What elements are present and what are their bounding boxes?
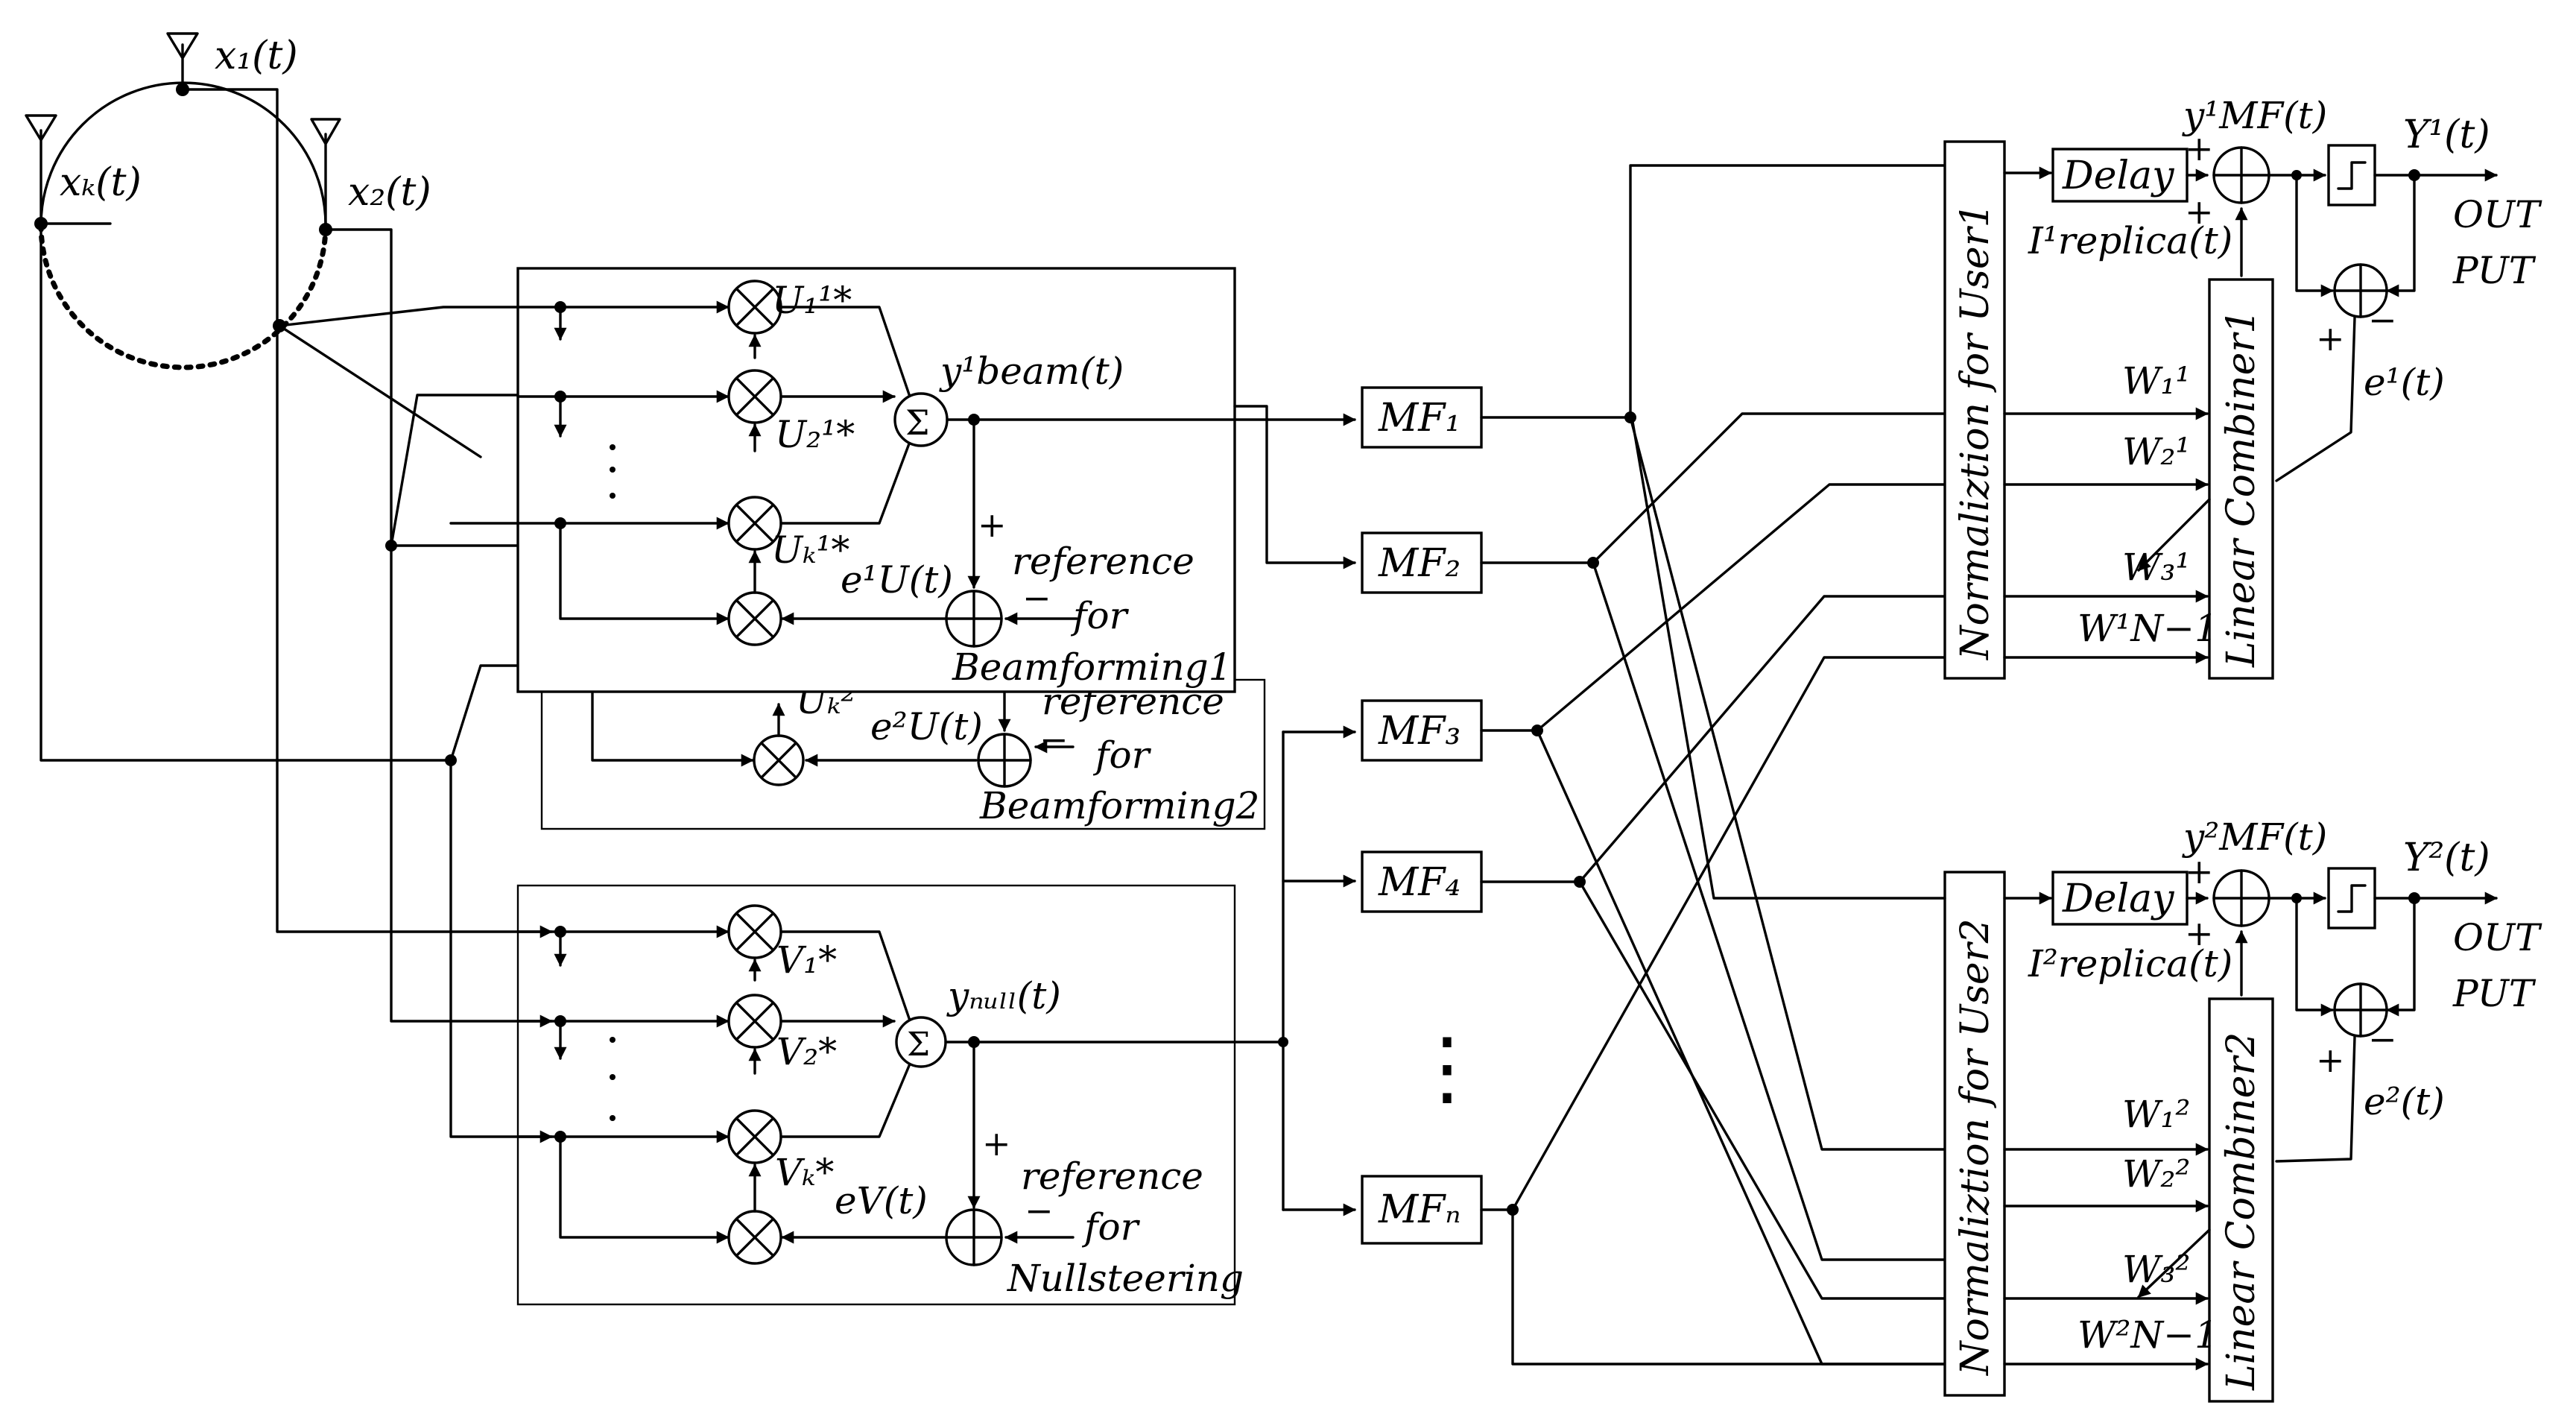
w22-label: W₂²: [2122, 1152, 2190, 1196]
plus-sign: +: [2185, 128, 2214, 168]
user1-path: Normaliztion for User1 Delay Linear Comb…: [1943, 94, 2542, 680]
beamforming1-frame: [516, 267, 1236, 693]
replica2-label: I²replica(t): [2028, 942, 2232, 985]
output1-label-1: OUT: [2453, 193, 2542, 236]
plus-sign: +: [2185, 851, 2214, 891]
sum-symbol: Σ: [905, 403, 930, 443]
w23-label: W₃²: [2122, 1248, 2190, 1291]
normalization-user2-box: [1943, 871, 2006, 1397]
w21-label: W₁²: [2122, 1093, 2190, 1136]
plus-sign: +: [2316, 318, 2345, 359]
u11-label: U₁¹*: [772, 279, 852, 322]
array-dotted-arc: [38, 222, 329, 370]
mf4-label: MF₄: [1378, 860, 1461, 905]
minus-sign: −: [2368, 1019, 2397, 1059]
xk-label: xₖ(t): [60, 160, 142, 205]
normalization-user2-label: Normaliztion for User2: [1953, 918, 1998, 1377]
decision-device-icon: [2327, 867, 2376, 929]
normalization-user1-label: Normaliztion for User1: [1953, 203, 1998, 661]
e1-label: e¹(t): [2364, 361, 2445, 404]
linear-combiner1-label: Linear Combiner1: [2219, 309, 2264, 668]
null-bus: [1278, 725, 1356, 1216]
matched-filters: MF₁ MF₂ MF₃ MF₄ MFₙ ⋮: [1361, 386, 1488, 1245]
mf-routing: [1480, 164, 1946, 1366]
v1-label: V₁*: [776, 938, 837, 982]
ref1-label: reference: [1012, 540, 1194, 583]
ymf2-label: y²MF(t): [2182, 815, 2327, 859]
normalization-user1-box: [1943, 140, 2006, 680]
user2-path: Normaliztion for User2 Delay Linear Comb…: [1630, 416, 2542, 1403]
ybeam1-label: y¹beam(t): [939, 350, 1124, 393]
mf-ellipsis: ⋮: [1406, 1020, 1488, 1115]
antenna-array: x₁(t) x₂(t) xₖ(t): [25, 32, 431, 370]
mfn-box: [1361, 1175, 1483, 1245]
nullsteering-block: Σ V₁* V₂* Vₖ* yₙᵤₗₗ(t) eV(t) + reference…: [516, 884, 1285, 1306]
x1-label: x₁(t): [215, 34, 298, 78]
minus-sign: −: [1022, 578, 1051, 618]
minus-sign: −: [1039, 719, 1069, 760]
mfn-label: MFₙ: [1378, 1187, 1461, 1232]
e2u-label: e²U(t): [870, 705, 983, 748]
vk-label: Vₖ*: [775, 1151, 834, 1194]
mf3-label: MF₃: [1378, 709, 1461, 754]
ref1-for-label: for: [1070, 594, 1130, 637]
plus-sign: +: [2185, 913, 2214, 953]
beamforming1-label: Beamforming1: [952, 645, 1232, 689]
linear-combiner2-label: Linear Combiner2: [2219, 1032, 2264, 1391]
ref2-for-label: for: [1092, 733, 1152, 777]
replica1-label: I¹replica(t): [2028, 219, 2232, 262]
output2-label-1: OUT: [2453, 916, 2542, 959]
ref-null-label: reference: [1021, 1155, 1203, 1198]
linear-combiner1-box: [2208, 278, 2274, 680]
mf1-box: [1361, 386, 1483, 449]
minus-sign: −: [2368, 300, 2397, 340]
plus-sign: +: [2185, 192, 2214, 232]
mf1-label: MF₁: [1378, 396, 1461, 441]
y1-output-label: Y¹(t): [2403, 113, 2490, 157]
plus-sign: +: [982, 1123, 1011, 1164]
beamforming1-block: Σ U₁¹* U₂¹* Uₖ¹* y¹beam(t) e¹U(t) + refe…: [516, 267, 1356, 693]
nullsteering-frame: [516, 884, 1236, 1306]
x2-label: x₂(t): [348, 170, 431, 215]
u1k-label: Uₖ¹*: [771, 528, 849, 572]
plus-sign: +: [2316, 1040, 2345, 1080]
v2-label: V₂*: [776, 1030, 837, 1073]
output1-label-2: PUT: [2452, 249, 2537, 292]
minus-sign: −: [1025, 1190, 1054, 1231]
plus-sign: +: [978, 505, 1007, 545]
mf2-label: MF₂: [1378, 541, 1461, 586]
antenna-icon: [25, 114, 57, 225]
nullsteering-label: Nullsteering: [1007, 1257, 1244, 1300]
delay1-box: [2051, 148, 2189, 203]
y2-output-label: Y²(t): [2403, 836, 2490, 880]
u12-label: U₂¹*: [775, 413, 855, 456]
output2-label-2: PUT: [2452, 972, 2537, 1015]
beamforming2-label: Beamforming2: [979, 784, 1260, 827]
antenna-icon: [310, 118, 341, 229]
w12-label: W₂¹: [2122, 430, 2190, 473]
ref-null-for-label: for: [1081, 1205, 1141, 1249]
antenna-icon: [166, 32, 199, 89]
w13-label: W₃¹: [2122, 546, 2190, 589]
ynull-label: yₙᵤₗₗ(t): [946, 974, 1061, 1017]
w1n-label: W¹N−1: [2077, 607, 2218, 650]
w2n-label: W²N−1: [2077, 1313, 2218, 1357]
e2-label: e²(t): [2364, 1080, 2445, 1123]
delay2-label: Delay: [2062, 877, 2174, 921]
beamforming2-block: Uₖ² e²U(t) reference for Beamforming2 −: [540, 678, 1266, 830]
ev-label: eV(t): [835, 1179, 928, 1222]
w11-label: W₁¹: [2122, 359, 2190, 403]
mf4-box: [1361, 850, 1483, 913]
sum-symbol: Σ: [907, 1026, 930, 1064]
linear-combiner2-box: [2208, 997, 2274, 1403]
e1u-label: e¹U(t): [841, 558, 953, 602]
antenna-feed-lines: [39, 88, 553, 1143]
delay1-label: Delay: [2062, 154, 2174, 198]
ymf1-label: y¹MF(t): [2182, 94, 2327, 137]
delay2-box: [2051, 871, 2189, 926]
